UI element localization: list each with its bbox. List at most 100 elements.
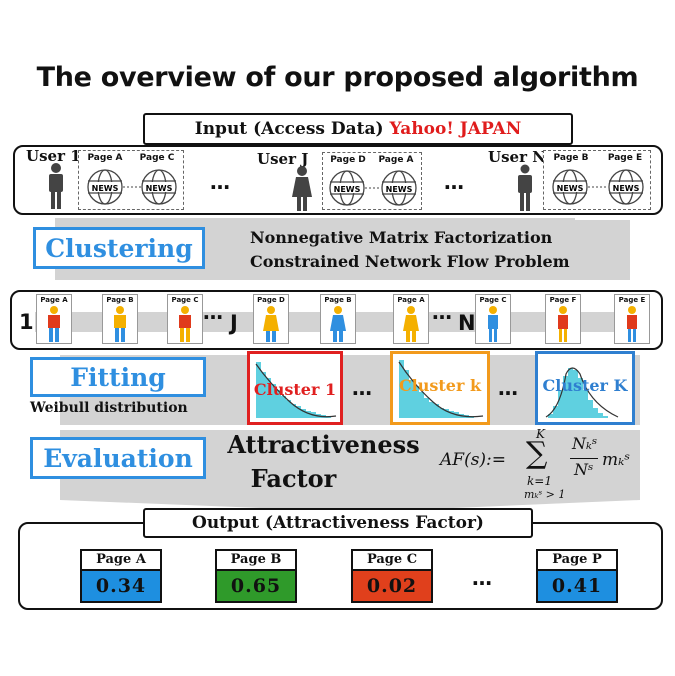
page-label: Page C	[479, 296, 507, 304]
sequence-ellipsis-2: …	[432, 300, 453, 324]
user-j-pages: Page D Page A NEWS NEWS	[322, 152, 422, 210]
person-icon	[263, 306, 279, 342]
page-label: Page A	[397, 296, 425, 304]
fitting-ellipsis-2: …	[498, 376, 520, 400]
sequence-card: Page B	[102, 294, 138, 344]
sequence-card: Page C	[167, 294, 203, 344]
news-globe-icon: NEWS NEWS	[329, 170, 417, 206]
person-icon	[114, 306, 126, 342]
cluster-1-label: Cluster 1	[253, 380, 337, 399]
yahoo-japan-label: Yahoo! JAPAN	[389, 119, 522, 139]
person-icon	[627, 306, 637, 342]
formula-frac-num: Nₖˢ	[572, 434, 598, 453]
output-page-value: 0.65	[215, 569, 297, 603]
user-1-pages: Page A Page C NEWS NEWS	[78, 150, 184, 210]
page-label: Page A	[40, 296, 68, 304]
output-page-c: Page C 0.02	[351, 549, 433, 603]
page-label: Page D	[257, 296, 285, 304]
output-page-name: Page A	[80, 549, 162, 569]
sequence-card: Page F	[545, 294, 581, 344]
formula-sum-upper: K	[536, 427, 545, 441]
cluster-K-label: Cluster K	[542, 376, 628, 395]
output-page-name: Page C	[351, 549, 433, 569]
news-text: NEWS	[557, 184, 584, 193]
output-page-value: 0.41	[536, 569, 618, 603]
input-label: Input (Access Data)	[194, 119, 390, 139]
clustering-method-flow: Constrained Network Flow Problem	[250, 252, 570, 271]
users-ellipsis-2: …	[444, 170, 466, 194]
cluster-K-panel: Cluster K	[535, 351, 635, 425]
formula-frac-den: Nˢ	[574, 460, 594, 479]
formula-tail: mₖˢ	[602, 450, 631, 470]
person-icon	[48, 306, 60, 342]
histogram-icon	[398, 360, 484, 418]
news-text: NEWS	[613, 184, 640, 193]
person-icon	[403, 306, 419, 342]
sequence-card: Page D	[253, 294, 289, 344]
page-label: Page B	[106, 296, 134, 304]
page-title: The overview of our proposed algorithm	[36, 62, 639, 93]
person-icon	[179, 306, 191, 342]
person-icon	[558, 306, 568, 342]
output-label: Output (Attractiveness Factor)	[192, 513, 484, 533]
person-icon	[292, 166, 312, 211]
page-label: Page A	[87, 153, 123, 163]
sequence-card: Page A	[36, 294, 72, 344]
output-page-a: Page A 0.34	[80, 549, 162, 603]
user-n-label: User N	[488, 148, 546, 166]
output-page-b: Page B 0.65	[215, 549, 297, 603]
cluster-1-panel: Cluster 1	[247, 351, 343, 425]
users-ellipsis-1: …	[210, 170, 232, 194]
sequence-group-label-1: 1	[19, 310, 34, 334]
person-icon	[330, 306, 346, 342]
sequence-card: Page C	[475, 294, 511, 344]
factor-line-1: Attractiveness	[227, 430, 420, 459]
formula-sum-symbol: ∑	[526, 436, 548, 471]
person-icon	[49, 163, 63, 209]
output-page-p: Page P 0.41	[536, 549, 618, 603]
news-text: NEWS	[146, 184, 173, 193]
sequence-group-label-n: N	[458, 311, 476, 335]
page-label: Page F	[549, 296, 577, 304]
output-ellipsis: …	[472, 566, 494, 590]
output-page-value: 0.34	[80, 569, 162, 603]
person-icon	[518, 164, 532, 211]
output-page-name: Page B	[215, 549, 297, 569]
page-label: Page A	[378, 155, 414, 165]
output-page-value: 0.02	[351, 569, 433, 603]
fitting-ellipsis-1: …	[352, 376, 374, 400]
sequence-card: Page B	[320, 294, 356, 344]
formula-sum-condition: mₖˢ > 1	[524, 488, 566, 501]
input-header: Input (Access Data) Yahoo! JAPAN	[143, 113, 573, 145]
page-label: Page B	[324, 296, 352, 304]
histogram-icon	[255, 362, 337, 418]
page-label: Page C	[139, 153, 175, 163]
histogram-icon	[545, 367, 619, 418]
news-globe-icon: NEWS NEWS	[87, 169, 177, 205]
evaluation-label: Evaluation	[30, 437, 206, 479]
clustering-method-nmf: Nonnegative Matrix Factorization	[250, 228, 553, 247]
factor-line-2: Factor	[250, 464, 337, 493]
fitting-sublabel: Weibull distribution	[30, 400, 188, 416]
sequence-ellipsis-1: …	[203, 300, 224, 324]
clustering-label: Clustering	[33, 227, 205, 269]
page-label: Page E	[607, 153, 643, 163]
cluster-k-label: Cluster k	[398, 376, 482, 395]
person-icon	[488, 306, 498, 342]
fitting-label: Fitting	[30, 357, 206, 397]
user-1-label: User 1	[26, 147, 81, 165]
sequence-group-label-j: J	[230, 311, 238, 335]
output-page-name: Page P	[536, 549, 618, 569]
page-label: Page E	[618, 296, 646, 304]
sequence-card: Page A	[393, 294, 429, 344]
formula-lhs: AF(s):=	[440, 450, 507, 470]
formula-sum-lower: k=1	[527, 474, 552, 488]
news-text: NEWS	[92, 184, 119, 193]
page-label: Page C	[171, 296, 199, 304]
user-j-label: User J	[257, 150, 309, 168]
page-label: Page B	[553, 153, 589, 163]
news-text: NEWS	[334, 185, 361, 194]
user-n-pages: Page B Page E NEWS NEWS	[543, 150, 651, 210]
news-text: NEWS	[386, 185, 413, 194]
formula-frac-bar	[570, 458, 598, 459]
